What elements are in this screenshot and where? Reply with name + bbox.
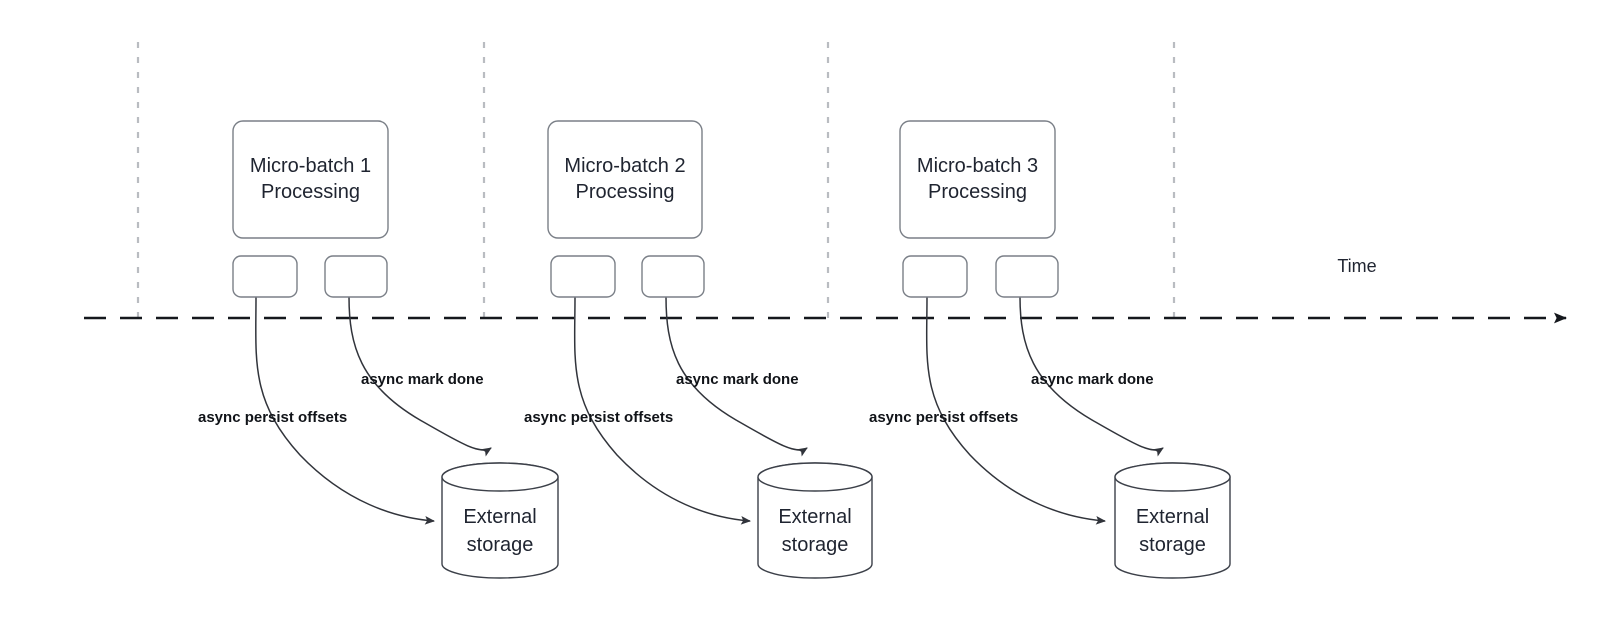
micro-batch-box-2-title: Micro-batch 2: [564, 155, 685, 177]
micro-batch-box-3-title: Micro-batch 3: [917, 155, 1038, 177]
async-mark-done-edge-label: async mark done: [1031, 371, 1154, 388]
micro-batch-box-3[interactable]: [899, 120, 1056, 239]
async-persist-offsets-edge: [255, 296, 435, 525]
process-shapes-group: [232, 120, 1231, 579]
async-persist-offsets-edge-label: async persist offsets: [198, 409, 347, 426]
async-persist-offsets-edge-label: async persist offsets: [524, 409, 673, 426]
async-mark-done-edge: [1019, 296, 1164, 457]
micro-batch-box-2[interactable]: [547, 120, 703, 239]
micro-batch-box-2-subtitle: Processing: [576, 181, 675, 203]
time-axis-group: Time: [84, 256, 1567, 324]
period-divider-group: [136, 42, 1176, 322]
micro-batch-box-1-title: Micro-batch 1: [250, 155, 371, 177]
external-storage-label-1-line2: storage: [467, 534, 534, 556]
persist-task-box-2[interactable]: [550, 255, 616, 298]
external-storage-cylinder-1-top: [441, 462, 559, 492]
mark-done-task-box-1[interactable]: [324, 255, 388, 298]
micro-batch-box-3-subtitle: Processing: [928, 181, 1027, 203]
async-persist-offsets-edge: [925, 296, 1106, 525]
async-mark-done-edge-label: async mark done: [676, 371, 799, 388]
micro-batch-box-1-subtitle: Processing: [261, 181, 360, 203]
micro-batch-box-1[interactable]: [232, 120, 389, 239]
flow-edges-group: [255, 296, 1164, 525]
external-storage-label-3-line1: External: [1136, 506, 1209, 528]
time-axis-label: Time: [1337, 256, 1376, 276]
external-storage-label-3-line2: storage: [1139, 534, 1206, 556]
async-persist-offsets-edge: [573, 296, 751, 525]
async-mark-done-edge: [348, 296, 492, 457]
async-mark-done-edge-label: async mark done: [361, 371, 484, 388]
external-storage-cylinder-3-top: [1114, 462, 1231, 492]
persist-task-box-3[interactable]: [902, 255, 968, 298]
external-storage-label-1-line1: External: [463, 506, 536, 528]
async-mark-done-edge: [665, 296, 808, 457]
persist-task-box-1[interactable]: [232, 255, 298, 298]
text-labels-group: async persist offsets async mark done Micr…: [198, 155, 1209, 556]
external-storage-label-2-line2: storage: [782, 534, 849, 556]
external-storage-label-2-line1: External: [778, 506, 851, 528]
async-persist-offsets-edge-label: async persist offsets: [869, 409, 1018, 426]
mark-done-task-box-2[interactable]: [641, 255, 705, 298]
external-storage-cylinder-2-top: [757, 462, 873, 492]
mark-done-task-box-3[interactable]: [995, 255, 1059, 298]
